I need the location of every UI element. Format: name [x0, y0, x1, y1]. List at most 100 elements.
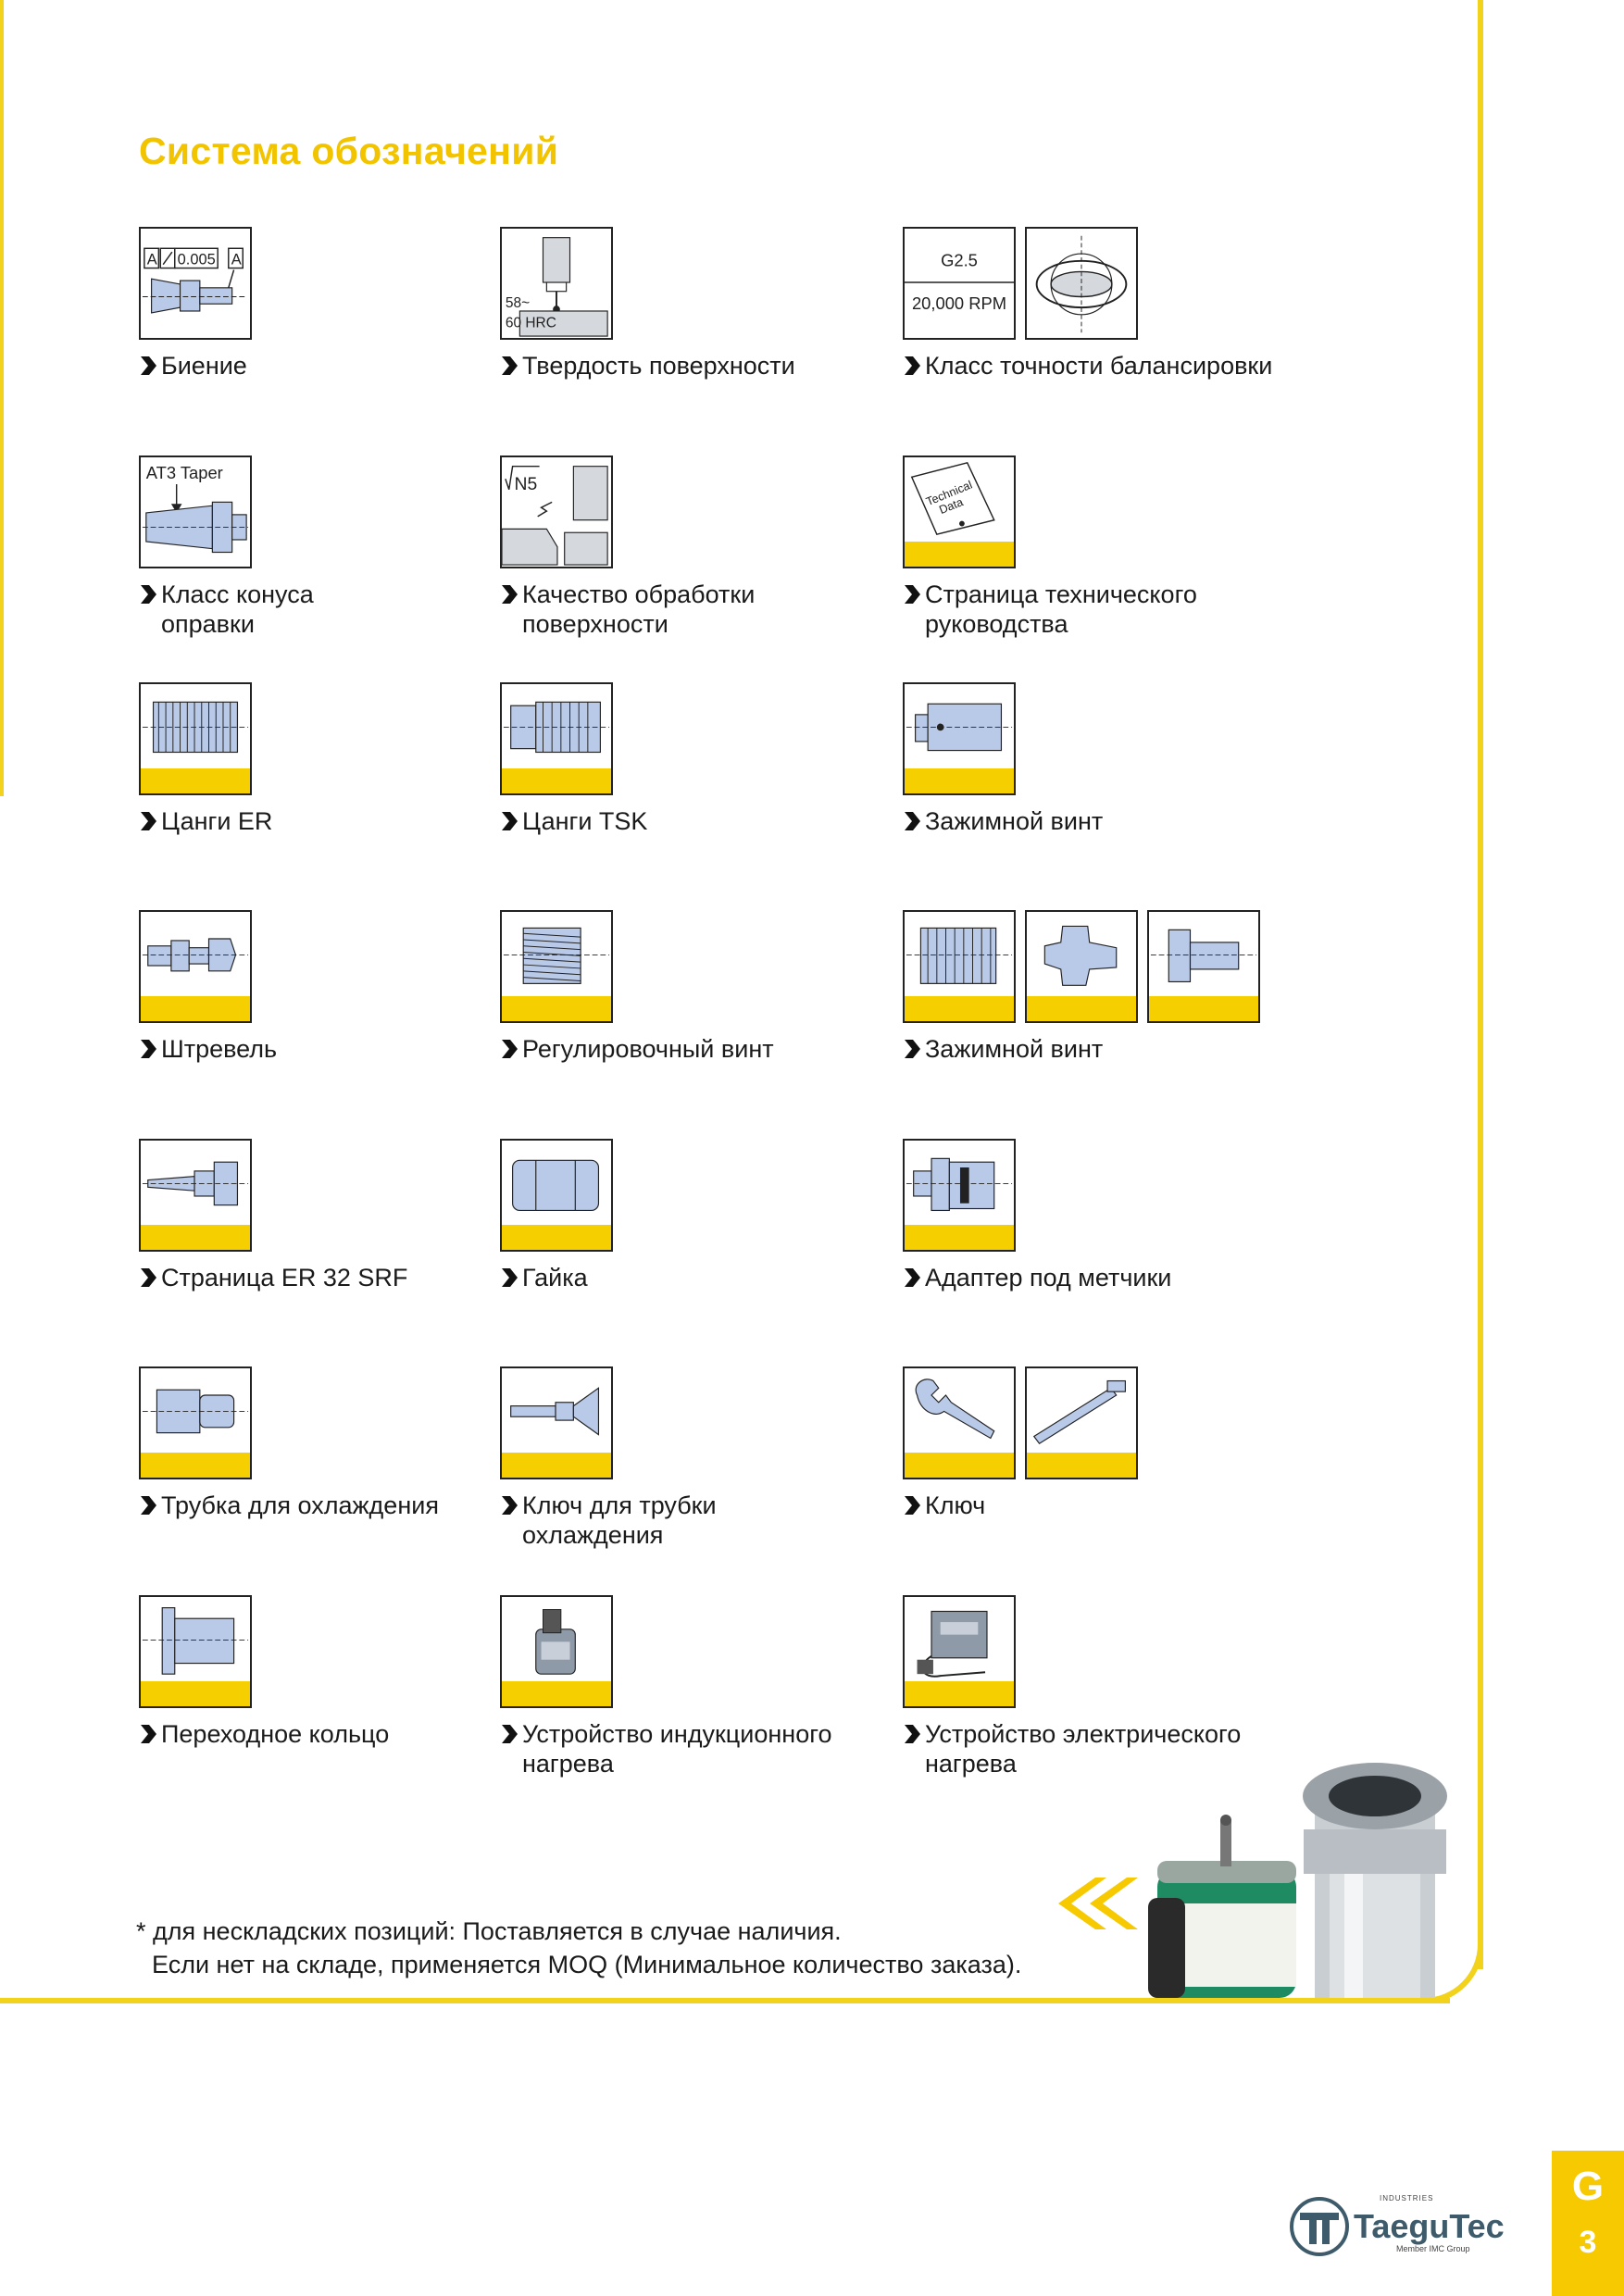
symbol-icons: [903, 910, 1292, 1023]
taper-text: AT3 Taper: [146, 463, 223, 482]
icon-yellow-band: [905, 542, 1014, 567]
symbol-icons: [903, 682, 1292, 795]
symbol-label: Зажимной винт: [903, 1034, 1292, 1067]
symbol-label-text: Устройство индукционного нагрева: [522, 1720, 832, 1778]
icon-yellow-band: [1149, 996, 1258, 1021]
adjust-screw-icon: [500, 910, 613, 1023]
symbol-icons: [139, 1139, 528, 1252]
chevron-right-icon: [903, 351, 925, 383]
collet-er-icon: [139, 682, 252, 795]
icon-yellow-band: [905, 1681, 1014, 1706]
tube-wrench-icon: [500, 1366, 613, 1479]
symbol-label: Регулировочный винт: [500, 1034, 889, 1067]
symbol-item: Technical Data Страница технического рук…: [903, 455, 1292, 639]
clamp-screw-a-icon: [903, 910, 1016, 1023]
frame-left-line: [0, 0, 4, 796]
symbol-icons: [903, 1595, 1292, 1708]
collet-tsk-icon: [500, 682, 613, 795]
symbol-item: Цанги TSK: [500, 682, 889, 839]
chevron-right-icon: [139, 1491, 161, 1523]
footnote-line-2: Если нет на складе, применяется MOQ (Мин…: [152, 1951, 1022, 1978]
nut-icon: [500, 1139, 613, 1252]
symbol-icons: [139, 1366, 528, 1479]
symbol-icons: [500, 1139, 889, 1252]
symbol-label-text: Страница ER 32 SRF: [161, 1264, 408, 1292]
symbol-label-text: Зажимной винт: [925, 807, 1104, 835]
frame-bottom-line: [0, 1998, 1450, 2003]
symbol-icons: [139, 682, 528, 795]
taegutec-logo-icon: [1290, 2197, 1349, 2256]
symbol-item: Устройство индукционного нагрева: [500, 1595, 889, 1778]
symbol-label: Зажимной винт: [903, 806, 1292, 839]
symbol-item: Зажимной винт: [903, 910, 1292, 1067]
clamp-screw-icon: [903, 682, 1016, 795]
symbol-item: Адаптер под метчики: [903, 1139, 1292, 1295]
symbol-item: Регулировочный винт: [500, 910, 889, 1067]
symbol-label: Гайка: [500, 1263, 889, 1295]
symbol-item: Трубка для охлаждения: [139, 1366, 528, 1523]
logo-name: TaeguTec: [1354, 2207, 1505, 2245]
hardness-icon: 58~ 60 HRC: [500, 227, 613, 340]
balance-text-1: G2.5: [941, 251, 978, 270]
symbol-item: Штревель: [139, 910, 528, 1067]
clamp-screw-b-icon: [1025, 910, 1138, 1023]
adapter-ring-icon: [139, 1595, 252, 1708]
page-title: Система обозначений: [139, 130, 559, 172]
icon-yellow-band: [502, 1453, 611, 1478]
symbol-item: AT3 Taper Класс конуса оправки: [139, 455, 528, 639]
chevron-right-icon: [139, 1034, 161, 1067]
icon-yellow-band: [502, 1225, 611, 1250]
logo-subtitle: Member IMC Group: [1396, 2244, 1470, 2253]
chevron-right-icon: [903, 1719, 925, 1778]
chevron-right-icon: [500, 1719, 522, 1778]
runout-text-value: 0.005: [178, 252, 216, 268]
chevron-right-icon: [500, 1491, 522, 1550]
symbol-label: Ключ: [903, 1491, 1292, 1523]
symbol-item: Страница ER 32 SRF: [139, 1139, 528, 1295]
er32-srf-icon: [139, 1139, 252, 1252]
icon-yellow-band: [1027, 1453, 1136, 1478]
chevron-right-icon: [139, 806, 161, 839]
section-tab-number: 3: [1579, 2225, 1597, 2260]
taegutec-logo: INDUSTRIES TaeguTec Member IMC Group: [1287, 2192, 1528, 2257]
icon-yellow-band: [502, 996, 611, 1021]
symbol-label: Страница технического руководства: [903, 580, 1292, 639]
logo-top-text: INDUSTRIES: [1380, 2194, 1434, 2202]
symbol-item: Переходное кольцо: [139, 1595, 528, 1752]
symbol-label: Устройство индукционного нагрева: [500, 1719, 889, 1778]
symbol-label-text: Страница технического руководства: [925, 580, 1197, 638]
symbol-icons: AT3 Taper: [139, 455, 528, 568]
section-tab-letter: G: [1571, 2164, 1605, 2209]
footnote: * для нескладских позиций: Поставляется …: [136, 1915, 1021, 1981]
hardness-text-2: 60 HRC: [506, 315, 556, 331]
symbol-label-text: Цанги ER: [161, 807, 273, 835]
symbol-label: Ключ для трубки охлаждения: [500, 1491, 889, 1550]
induction-icon: [500, 1595, 613, 1708]
symbol-icons: [500, 910, 889, 1023]
symbol-icons: [139, 910, 528, 1023]
surface-text: N5: [515, 474, 538, 494]
clamp-screw-c-icon: [1147, 910, 1260, 1023]
chevron-right-icon: [500, 1034, 522, 1067]
chevron-right-icon: [500, 1263, 522, 1295]
symbol-label-text: Переходное кольцо: [161, 1720, 390, 1748]
taper-icon: AT3 Taper: [139, 455, 252, 568]
symbol-icons: 58~ 60 HRC: [500, 227, 889, 340]
chevron-right-icon: [500, 580, 522, 639]
balance-grade-icon: G2.5 20,000 RPM: [903, 227, 1016, 340]
symbol-label-text: Штревель: [161, 1035, 278, 1063]
symbol-item: Ключ: [903, 1366, 1292, 1523]
symbol-label-text: Биение: [161, 352, 247, 380]
product-photo: [1148, 1763, 1447, 1998]
symbol-icons: N5: [500, 455, 889, 568]
tap-adapter-icon: [903, 1139, 1016, 1252]
symbol-label-text: Зажимной винт: [925, 1035, 1104, 1063]
symbol-label: Переходное кольцо: [139, 1719, 528, 1752]
symbol-item: Цанги ER: [139, 682, 528, 839]
symbol-icons: A 0.005 A: [139, 227, 528, 340]
symbol-item: Гайка: [500, 1139, 889, 1295]
runout-text-a: A: [147, 252, 157, 268]
wrench-icon: [903, 1366, 1016, 1479]
symbol-label-text: Ключ для трубки охлаждения: [522, 1491, 717, 1549]
